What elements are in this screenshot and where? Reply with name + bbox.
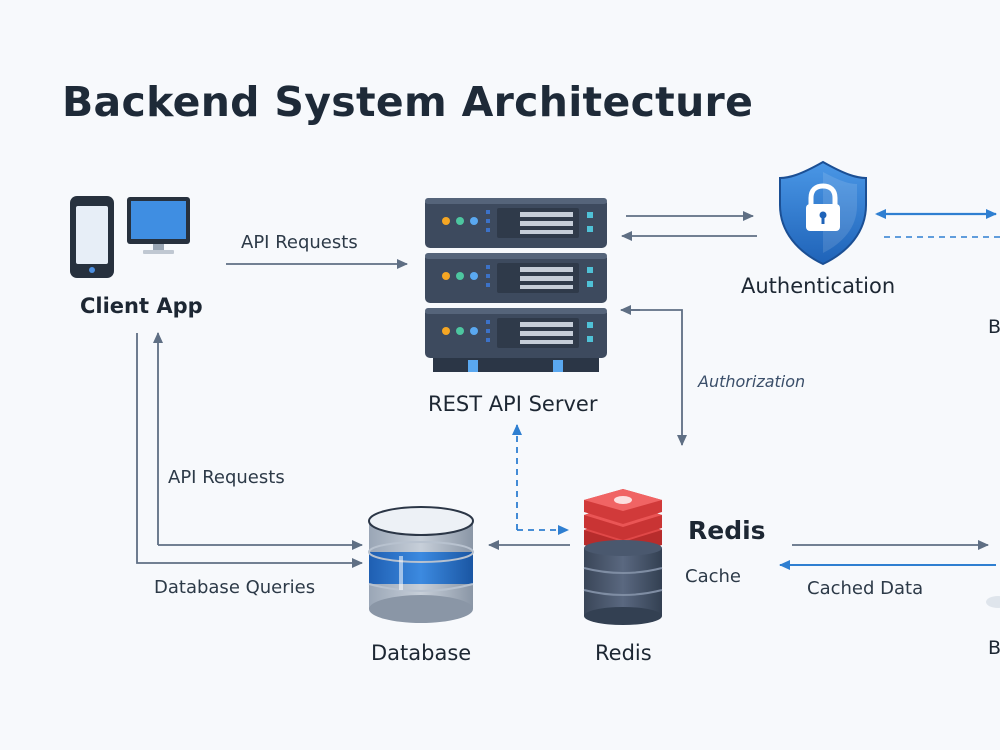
arrow-redis-server-dashed <box>512 424 569 535</box>
arrow-auth-bidirectional <box>875 209 1000 238</box>
edge-label-cached-data: Cached Data <box>807 578 924 599</box>
phone-icon <box>70 196 114 278</box>
redis-cache-subtitle: Cache <box>685 566 741 587</box>
edge-label-api-requests-top: API Requests <box>241 232 358 253</box>
authentication-label: Authentication <box>741 274 896 298</box>
rest-api-server-label: REST API Server <box>428 392 598 416</box>
edge-label-api-requests-left: API Requests <box>168 467 285 488</box>
server-unit-1 <box>425 198 607 248</box>
database-icon <box>368 506 474 623</box>
clipped-node-shadow <box>986 596 1000 608</box>
page-title: Backend System Architecture <box>62 78 754 126</box>
client-devices-icon <box>70 196 190 278</box>
shield-lock-icon <box>779 160 867 266</box>
server-unit-2 <box>425 253 607 303</box>
monitor-icon <box>127 197 190 254</box>
arrow-server-redis-authorization <box>620 305 687 446</box>
server-rack-icon <box>425 198 607 372</box>
clipped-label-top-right: B <box>988 316 1000 338</box>
edge-label-authorization: Authorization <box>698 372 806 391</box>
arrow-client-database <box>136 332 363 568</box>
clipped-label-bottom-right: B <box>988 637 1000 659</box>
server-unit-3 <box>425 308 607 358</box>
database-label: Database <box>371 641 472 665</box>
redis-label: Redis <box>595 641 652 665</box>
edge-label-database-queries: Database Queries <box>154 577 316 598</box>
client-app-label: Client App <box>80 294 203 318</box>
redis-title: Redis <box>688 516 766 545</box>
redis-icon <box>583 489 663 625</box>
